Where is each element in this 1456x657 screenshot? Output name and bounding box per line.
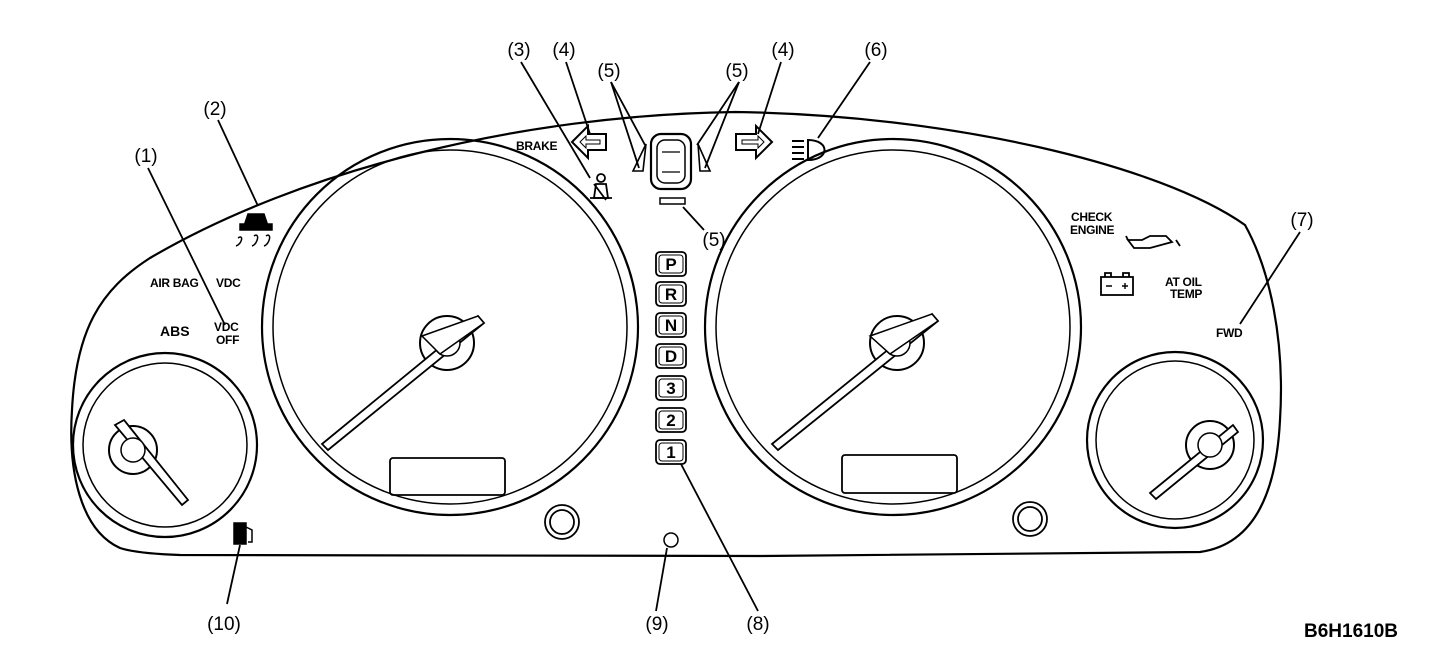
gear-label-3: 3 [666, 379, 675, 398]
reset-knobs [544, 501, 1048, 548]
right-turn-arrow-icon [735, 123, 774, 161]
vdc-off-label-line2: OFF [216, 333, 239, 347]
callout-6: (6) [864, 40, 887, 61]
callout-5-right: (5) [725, 61, 748, 82]
check-engine-label-line1: CHECK [1071, 210, 1113, 224]
callout-4-right: (4) [771, 40, 794, 61]
leader-lines [147, 61, 1301, 612]
vdc-off-label-line1: VDC [214, 320, 239, 334]
gear-position-indicator: P R N D 3 2 1 [655, 251, 687, 465]
fuel-pump-icon [233, 522, 253, 545]
oil-can-icon [1125, 235, 1181, 249]
abs-label: ABS [160, 323, 190, 339]
gear-box-p: P [655, 251, 687, 277]
callout-1: (1) [134, 146, 157, 167]
callout-2: (2) [203, 99, 226, 120]
gear-label-1: 1 [666, 443, 675, 462]
at-oil-temp-label-line1: AT OIL [1165, 275, 1202, 289]
callout-5-left: (5) [597, 61, 620, 82]
left-turn-arrow-icon [570, 123, 607, 161]
traction-skid-car-icon [235, 213, 273, 247]
callout-4-left: (4) [552, 40, 575, 61]
vdc-label: VDC [216, 276, 241, 290]
callout-10: (10) [207, 614, 241, 635]
speedometer [260, 137, 640, 517]
gear-box-1: 1 [655, 439, 687, 465]
gear-label-n: N [665, 316, 677, 335]
figure-code: B6H1610B [1304, 621, 1398, 642]
fuel-gauge [71, 351, 259, 539]
check-engine-label-line2: ENGINE [1070, 223, 1115, 237]
cluster-housing [70, 110, 1283, 558]
gear-label-d: D [665, 347, 677, 366]
gear-box-2: 2 [655, 407, 687, 433]
door-open-car-icon [631, 132, 712, 205]
headlight-high-beam-icon [792, 138, 826, 162]
fwd-label: FWD [1216, 326, 1243, 340]
callout-3: (3) [507, 40, 530, 61]
callout-8: (8) [746, 614, 769, 635]
gear-label-2: 2 [666, 411, 675, 430]
tachometer [703, 137, 1083, 517]
seatbelt-icon [590, 173, 612, 201]
callout-7: (7) [1290, 210, 1313, 231]
battery-icon [1100, 272, 1134, 296]
callout-9: (9) [645, 614, 668, 635]
gear-label-p: P [665, 255, 676, 274]
gear-box-3: 3 [655, 375, 687, 401]
gear-box-n: N [655, 312, 687, 338]
at-oil-temp-label-line2: TEMP [1170, 287, 1202, 301]
air-bag-label: AIR BAG [150, 276, 199, 290]
gear-label-r: R [665, 285, 677, 304]
temperature-gauge [1085, 350, 1265, 530]
gear-box-r: R [655, 281, 687, 307]
callout-5-bottom: (5) [702, 230, 725, 251]
brake-label: BRAKE [516, 139, 557, 153]
gear-box-d: D [655, 343, 687, 369]
